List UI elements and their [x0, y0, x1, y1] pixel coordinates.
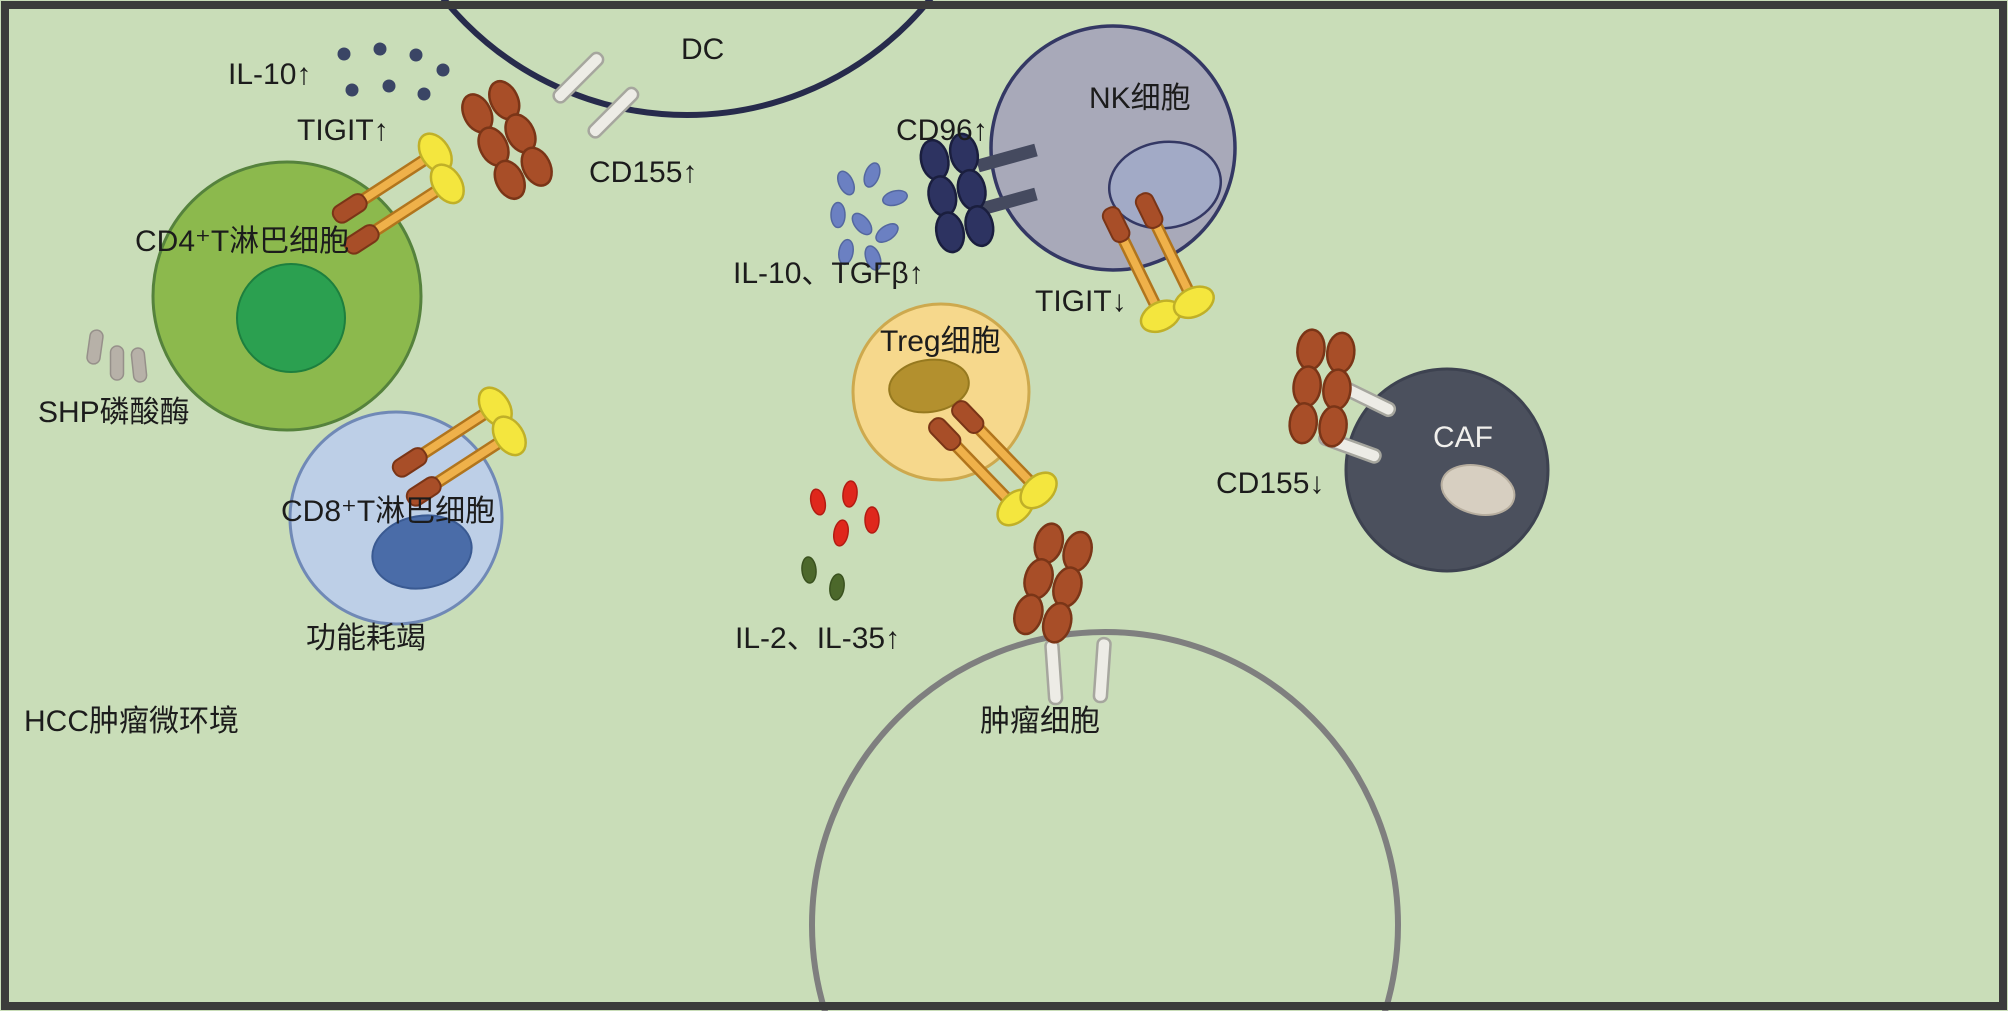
label-caf-cell: CAF — [1433, 421, 1493, 454]
tgfb-oval — [864, 245, 882, 271]
il10-tgfb-molecules — [830, 162, 908, 271]
il10-dot — [382, 79, 396, 93]
label-shp-phosphatase: SHP磷酸酶 — [38, 396, 190, 429]
tgfb-oval — [851, 212, 873, 236]
il2-oval — [832, 519, 850, 547]
label-dc: DC — [681, 33, 724, 66]
tgfb-oval — [830, 201, 846, 229]
il10-dot — [436, 63, 450, 77]
il2-molecules — [809, 480, 880, 547]
shp-capsule — [86, 329, 104, 365]
tgfb-oval — [836, 170, 856, 196]
label-nk-cell: NK细胞 — [1089, 82, 1191, 115]
label-cd155-up: CD155↑ — [589, 156, 697, 189]
label-hcc-microenvironment: HCC肿瘤微环境 — [24, 705, 239, 738]
il10-dot — [337, 47, 351, 61]
label-cd8-t-cell: CD8⁺T淋巴细胞 — [281, 495, 495, 528]
label-cd155-down: CD155↓ — [1216, 467, 1324, 500]
label-cd96-up: CD96↑ — [896, 114, 988, 147]
il2-oval — [809, 488, 827, 516]
tgfb-oval — [875, 223, 899, 243]
il10-dot — [345, 83, 359, 97]
treg-nucleus — [888, 358, 970, 414]
cd4-t-nucleus — [236, 263, 346, 373]
shp-capsule — [130, 347, 148, 383]
dc-cell-membrane — [440, 0, 934, 118]
il10-dot — [417, 87, 431, 101]
shp-phosphatase-molecules — [86, 329, 148, 383]
label-tigit-down: TIGIT↓ — [1035, 285, 1127, 318]
cd8-t-nucleus — [371, 514, 473, 590]
cd155-stalk-tumor-2 — [1092, 636, 1113, 704]
caf-cell — [1344, 367, 1550, 573]
tumor-cell-membrane — [809, 629, 1401, 1011]
il35-oval — [801, 556, 817, 584]
shp-capsule — [109, 345, 125, 381]
il10-molecules — [337, 42, 450, 101]
label-il2-il35-up: IL-2、IL-35↑ — [735, 622, 900, 655]
label-treg-cell: Treg细胞 — [880, 325, 1001, 358]
tgfb-oval — [838, 238, 854, 266]
cd96-receptor-stub-1 — [976, 143, 1038, 173]
caf-nucleus — [1440, 464, 1516, 516]
il2-oval — [842, 480, 858, 508]
label-tumor-cell: 肿瘤细胞 — [980, 705, 1100, 738]
tgfb-oval — [882, 189, 908, 207]
cd155-stalk-tumor-1 — [1043, 638, 1064, 706]
cd96-receptor-stub-2 — [976, 187, 1038, 217]
label-functional-exhaustion: 功能耗竭 — [306, 622, 426, 655]
il2-oval — [864, 506, 880, 534]
label-tigit-up: TIGIT↑ — [297, 114, 389, 147]
il10-dot — [409, 48, 423, 62]
il35-molecules — [801, 556, 845, 601]
label-il10-up: IL-10↑ — [228, 58, 311, 91]
tgfb-oval — [863, 162, 881, 188]
label-cd4-t-cell: CD4⁺T淋巴细胞 — [135, 225, 349, 258]
label-il10-tgfb-up: IL-10、TGFβ↑ — [733, 257, 924, 290]
il10-dot — [373, 42, 387, 56]
il35-oval — [829, 573, 845, 601]
